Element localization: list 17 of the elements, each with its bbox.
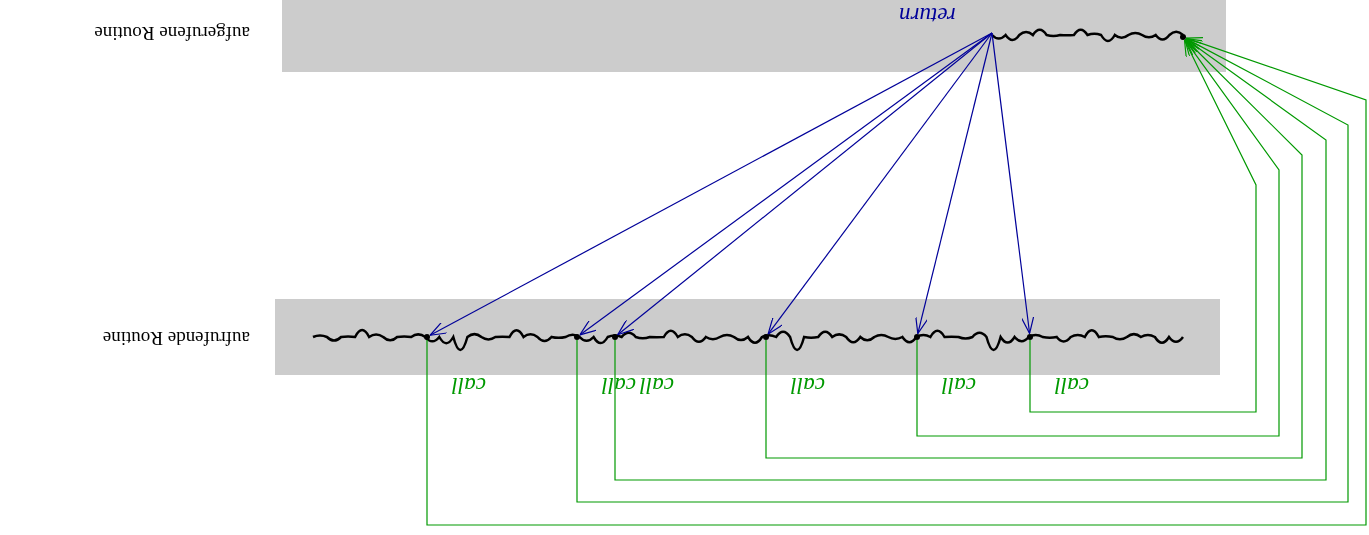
- call-label: call: [790, 373, 825, 397]
- arrow: [426, 37, 1367, 526]
- call-label: call: [1054, 373, 1089, 397]
- entry-point: [1180, 34, 1186, 40]
- routine-label: aufrufende Routine: [102, 327, 250, 349]
- call-label: call: [639, 373, 674, 397]
- return-label: return: [899, 3, 992, 33]
- arrow: [765, 38, 1303, 459]
- call-label: call: [941, 373, 976, 397]
- arrow: [915, 32, 993, 335]
- routine-label: aufgerufene Routine: [94, 22, 250, 44]
- call-label: call: [451, 373, 486, 397]
- call-label: call: [601, 373, 636, 397]
- arrow: [1029, 39, 1257, 413]
- arrow: [767, 32, 993, 335]
- arrow: [916, 39, 1280, 437]
- arrow: [991, 32, 1035, 335]
